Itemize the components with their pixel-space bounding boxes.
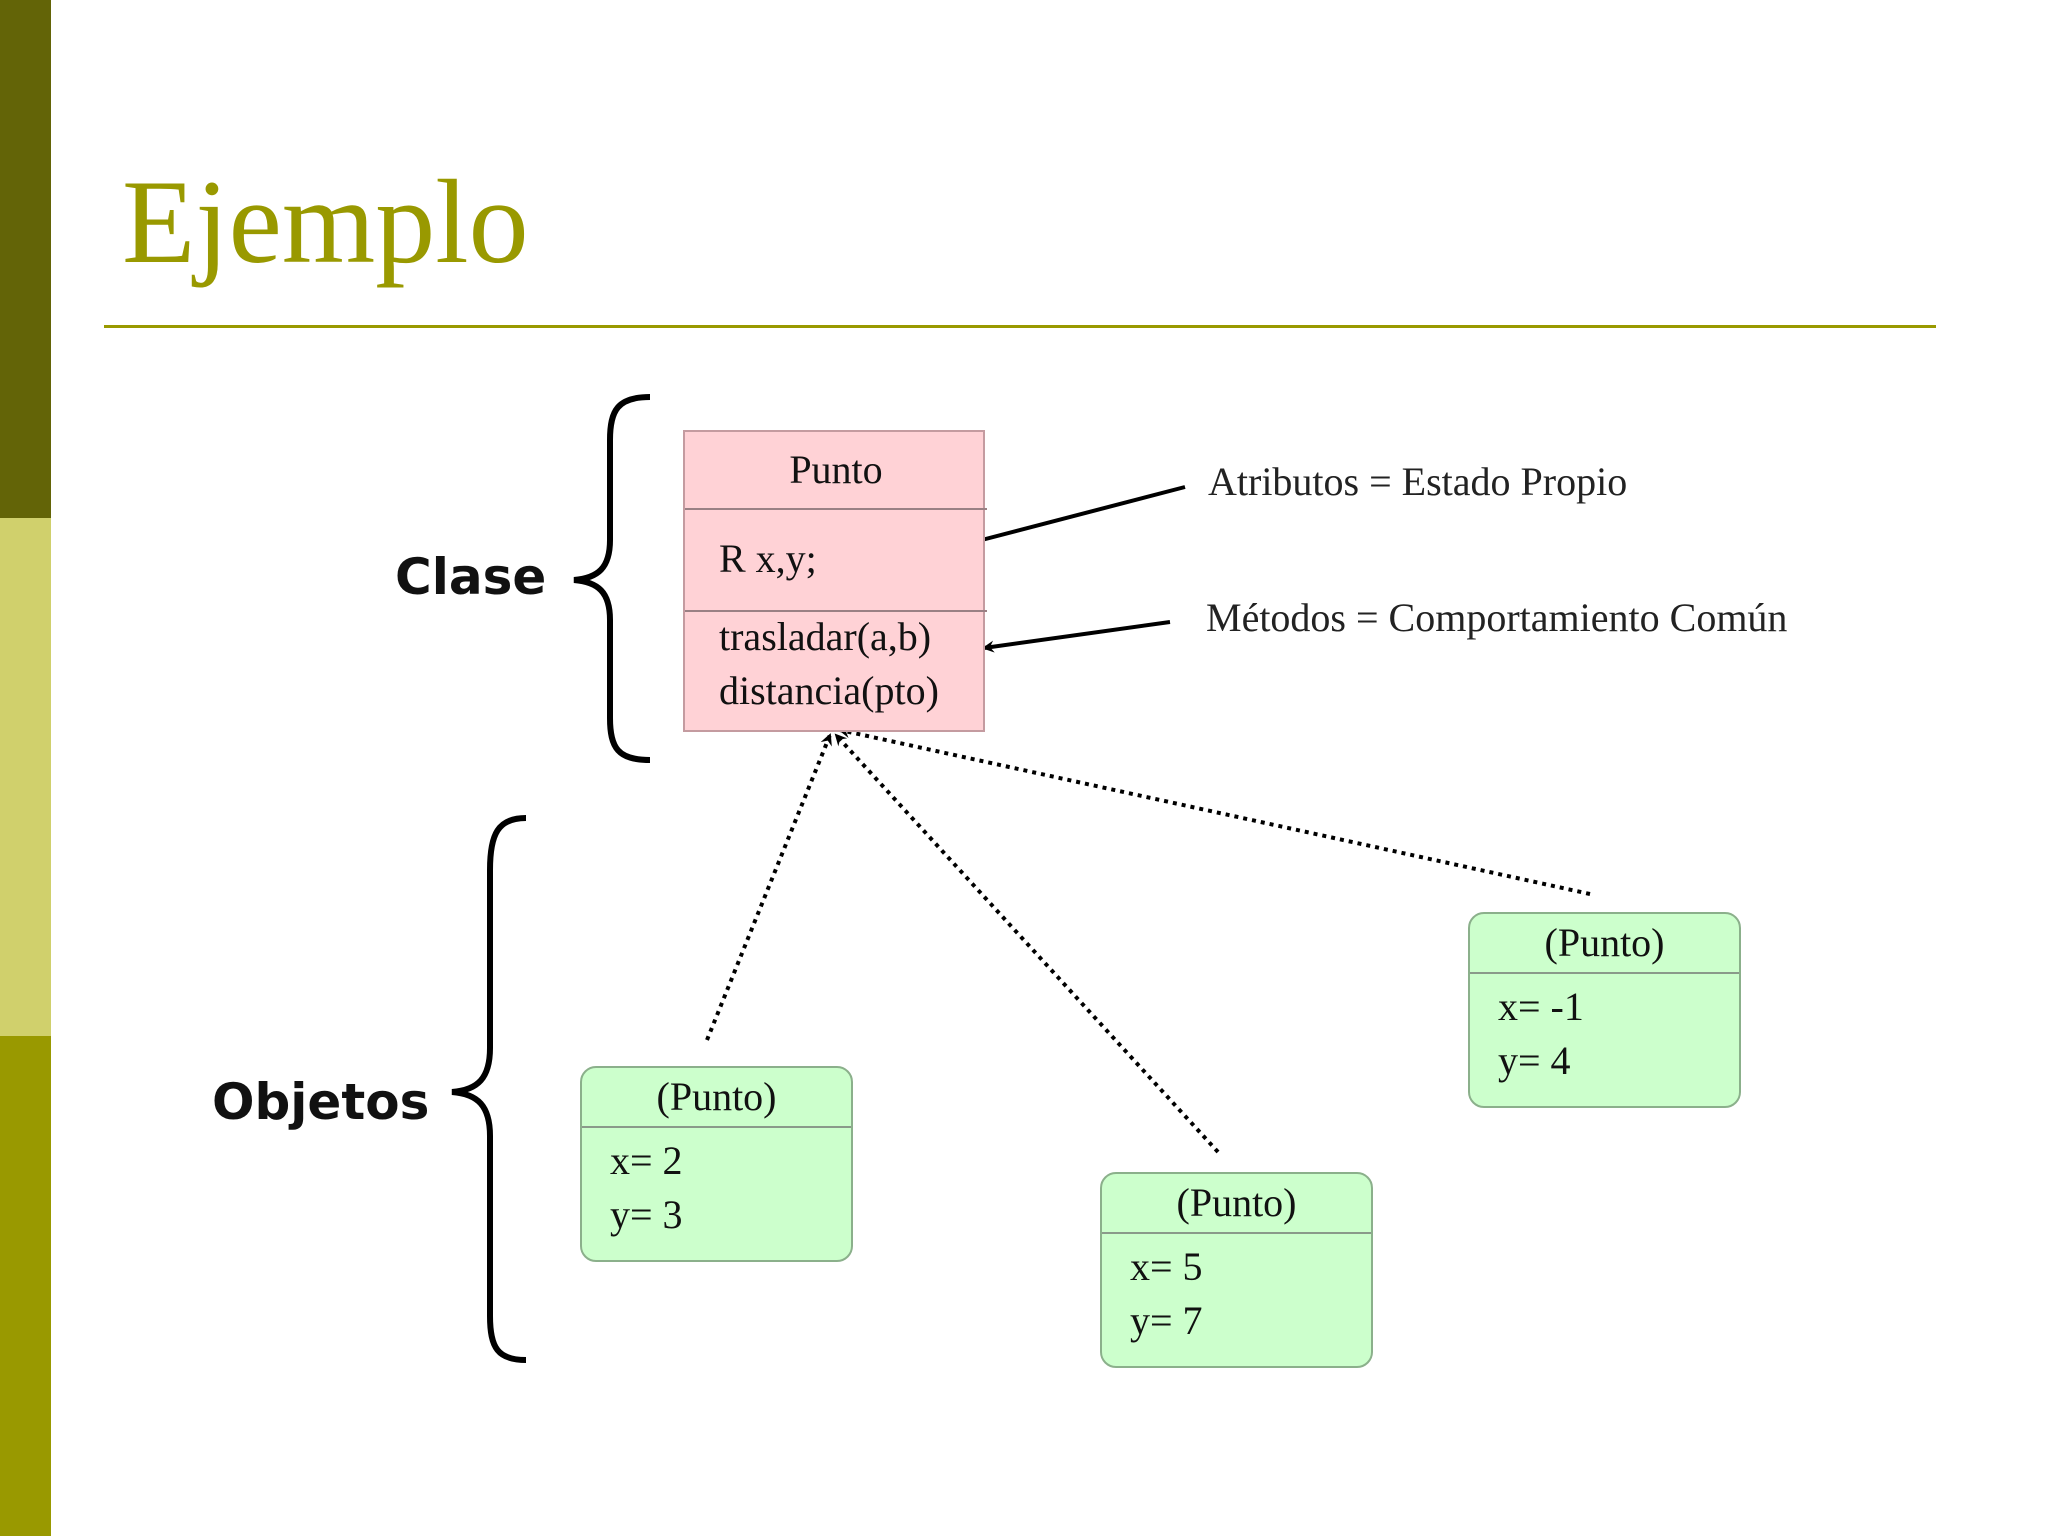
objetos-brace [451, 815, 527, 1363]
method-trasladar: trasladar(a,b) [719, 614, 932, 659]
object-x-value: x= 5 [1130, 1244, 1203, 1289]
side-bar-light [0, 518, 51, 1036]
clase-label: Clase [395, 548, 547, 606]
object-y-value: y= 4 [1498, 1038, 1571, 1083]
object-box-3: (Punto) x= -1 y= 4 [1468, 912, 1741, 1108]
object-name: (Punto) [582, 1068, 851, 1128]
object-box-2: (Punto) x= 5 y= 7 [1100, 1172, 1373, 1368]
object-x-value: x= 2 [610, 1138, 683, 1183]
instance-link-3 [838, 726, 1591, 896]
methods-arrow [982, 620, 1171, 653]
slide-title: Ejemplo [122, 155, 529, 288]
attributes-arrow [972, 485, 1186, 546]
object-box-1: (Punto) x= 2 y= 3 [580, 1066, 853, 1262]
object-x-value: x= -1 [1498, 984, 1584, 1029]
object-name: (Punto) [1470, 914, 1739, 974]
title-divider [104, 325, 1936, 328]
attributes-annotation: Atributos = Estado Propio [1208, 459, 1628, 504]
clase-brace [573, 394, 651, 763]
object-y-value: y= 7 [1130, 1298, 1203, 1343]
object-y-value: y= 3 [610, 1192, 683, 1237]
instance-link-2 [834, 733, 1220, 1154]
method-distancia: distancia(pto) [719, 668, 939, 713]
side-bar-dark [0, 0, 51, 518]
object-name: (Punto) [1102, 1174, 1371, 1234]
class-methods: trasladar(a,b) distancia(pto) [719, 610, 939, 718]
class-box-punto: Punto R x,y; trasladar(a,b) distancia(pt… [683, 430, 987, 732]
side-bar-olive [0, 1036, 51, 1536]
methods-annotation: Métodos = Comportamiento Común [1206, 595, 1788, 640]
objetos-label: Objetos [212, 1073, 430, 1131]
instance-link-1 [705, 733, 832, 1041]
class-name: Punto [685, 432, 987, 510]
class-attributes: R x,y; [685, 508, 987, 612]
